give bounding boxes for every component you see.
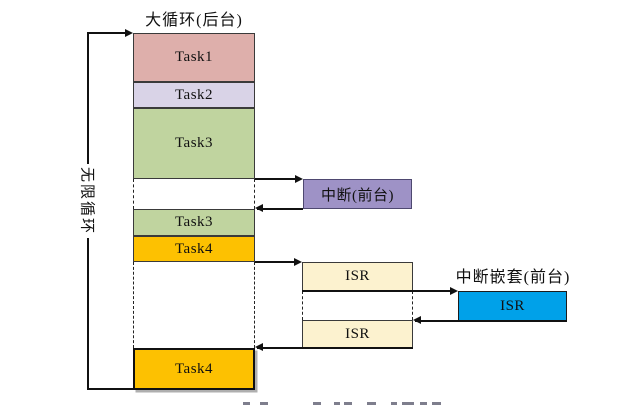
suspended-gap-2 (133, 262, 255, 348)
suspended-gap-1 (133, 179, 255, 209)
cropped-caption-mark (402, 402, 414, 405)
isr-box-2: ISR (302, 320, 413, 348)
arrow-isr-return (257, 347, 413, 349)
task-box-3-resumed: Task3 (133, 209, 255, 236)
cropped-caption-mark (243, 402, 250, 405)
nested-isr-box: ISR (458, 291, 567, 321)
arrowhead-icon (294, 258, 302, 266)
arrowhead-icon (255, 204, 263, 212)
arrow-nested-return (415, 320, 567, 322)
task-label: Task4 (174, 360, 214, 377)
task-box-3: Task3 (133, 108, 255, 179)
arrow-task3-to-interrupt (255, 178, 299, 180)
task-label: Task3 (174, 214, 214, 230)
loop-line-top (87, 32, 127, 34)
isr-label: ISR (345, 325, 370, 342)
isr-label: ISR (345, 268, 370, 284)
task-box-4: Task4 (133, 236, 255, 262)
task-box-4-resumed: Task4 (133, 348, 255, 390)
nested-isr-label: ISR (500, 297, 525, 314)
interrupt-box: 中断(前台) (303, 179, 412, 209)
arrow-task4-to-isr (255, 261, 298, 263)
task-label: Task4 (174, 240, 214, 257)
loop-label: 无限循环 (77, 163, 99, 239)
task-box-2: Task2 (133, 82, 255, 108)
task-label: Task2 (174, 86, 214, 103)
arrowhead-icon (295, 175, 303, 183)
interrupt-label: 中断(前台) (321, 187, 394, 204)
cropped-caption-mark (420, 402, 427, 405)
arrowhead-icon (413, 316, 421, 324)
cropped-caption-mark (313, 402, 321, 405)
diagram-title: 大循环(后台) (145, 12, 243, 29)
arrow-isr-to-nested (302, 290, 454, 292)
cropped-caption-mark (391, 402, 397, 405)
nested-interrupt-title: 中断嵌套(前台) (455, 269, 571, 286)
task-label: Task3 (174, 135, 214, 151)
cropped-caption-mark (344, 402, 352, 405)
arrowhead-icon (450, 287, 458, 295)
arrow-interrupt-return (257, 208, 303, 210)
cropped-caption-mark (260, 402, 268, 405)
loop-line-bottom (87, 388, 134, 390)
arrowhead-icon (255, 343, 263, 351)
isr-suspended-gap (302, 291, 413, 320)
task-label: Task1 (174, 49, 214, 65)
isr-box-1: ISR (302, 262, 413, 291)
cropped-caption-mark (334, 402, 340, 405)
cropped-caption-mark (432, 402, 441, 405)
loop-entry-arrowhead-icon (125, 29, 133, 37)
task-box-1: Task1 (133, 33, 255, 82)
cropped-caption-mark (367, 402, 376, 405)
